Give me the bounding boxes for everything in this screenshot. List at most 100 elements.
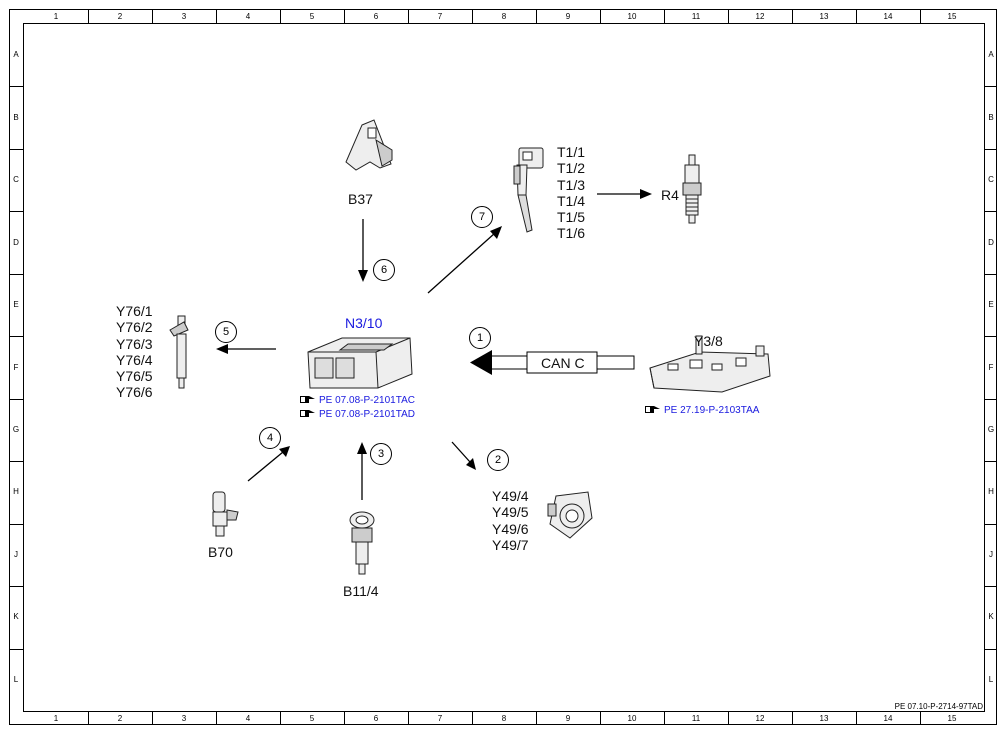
callout-3: 3	[370, 443, 392, 465]
grid-column-number: 11	[691, 12, 701, 21]
grid-column-number: 2	[117, 12, 123, 21]
grid-column-number: 15	[947, 714, 957, 723]
grid-row-letter: E	[13, 300, 19, 310]
grid-row-letter: A	[988, 50, 994, 60]
transmission-control-label: Y3/8	[694, 333, 723, 349]
outer-border	[9, 9, 997, 725]
grid-column-number: 4	[245, 12, 251, 21]
crankshaft-sensor-label: B70	[208, 544, 233, 560]
callout-7: 7	[471, 206, 493, 228]
grid-row-letter: K	[988, 612, 994, 622]
grid-column-number: 13	[819, 714, 829, 723]
injector-label: Y76/5	[116, 368, 153, 385]
arrow-7-head	[490, 226, 502, 239]
grid-column-number: 4	[245, 714, 251, 723]
grid-row-letter: F	[988, 362, 994, 372]
grid-column-number: 9	[565, 12, 571, 21]
crankshaft-sensor-drawing	[212, 491, 239, 537]
injector-label: Y76/2	[116, 319, 153, 336]
grid-row-letter: K	[13, 612, 19, 622]
grid-column-number: 10	[627, 12, 637, 21]
grid-column-number: 12	[755, 714, 765, 723]
grid-column-number: 7	[437, 714, 443, 723]
grid-column-number: 14	[883, 12, 893, 21]
grid-row-letter: J	[14, 549, 18, 559]
transmission-control-ref[interactable]: PE 27.19-P-2103TAA	[645, 404, 759, 418]
arrow-7-line	[427, 232, 496, 294]
grid-row-letter: L	[988, 674, 994, 684]
camshaft-label: Y49/4	[492, 488, 529, 504]
injector-label: Y76/3	[116, 335, 153, 352]
arrow-r4-head	[640, 189, 652, 199]
coil-label: T1/3	[557, 176, 586, 193]
grid-column-number: 5	[309, 714, 315, 723]
coil-label: T1/6	[557, 225, 586, 242]
ecu-ref-2-text: PE 07.08-P-2101TAD	[319, 409, 415, 420]
grid-column-number: 11	[691, 714, 701, 723]
spark-plug-drawing	[682, 154, 702, 224]
injector-labels: Y76/1 Y76/2 Y76/3 Y76/4 Y76/5 Y76/6	[116, 303, 153, 401]
spark-plug-label: R4	[661, 187, 679, 203]
ecu-drawing	[307, 337, 413, 389]
arrow-2-head	[466, 458, 476, 470]
pedal-sensor-drawing	[345, 119, 393, 171]
ecu-ref-2[interactable]: PE 07.08-P-2101TAD	[300, 408, 415, 422]
grid-column-number: 3	[181, 12, 187, 21]
camshaft-adjuster-drawing	[547, 491, 593, 539]
ignition-coil-drawing	[513, 147, 544, 233]
grid-row-letter: H	[988, 487, 994, 497]
grid-column-number: 8	[501, 714, 507, 723]
grid-row-letter: C	[988, 175, 994, 185]
arrow-6-head	[358, 270, 368, 282]
grid-row-letter: F	[13, 362, 19, 372]
grid-row-letter: B	[13, 112, 19, 122]
pointing-hand-icon	[645, 406, 660, 413]
pedal-sensor-label: B37	[348, 191, 373, 207]
callout-6: 6	[373, 259, 395, 281]
transmission-control-drawing	[649, 335, 771, 393]
callout-2: 2	[487, 449, 509, 471]
injector-label: Y76/1	[116, 303, 153, 319]
injector-label: Y76/4	[116, 351, 153, 368]
coil-label: T1/1	[557, 144, 586, 160]
coil-label: T1/5	[557, 209, 586, 226]
grid-column-number: 9	[565, 714, 571, 723]
document-id: PE 07.10-P-2714-97TAD	[894, 702, 983, 711]
grid-row-letter: C	[13, 175, 19, 185]
grid-column-number: 3	[181, 714, 187, 723]
grid-row-letter: D	[988, 237, 994, 247]
camshaft-label: Y49/6	[492, 520, 529, 537]
grid-column-number: 6	[373, 12, 379, 21]
camshaft-label: Y49/5	[492, 504, 529, 521]
camshaft-label: Y49/7	[492, 536, 529, 553]
arrow-3-head	[357, 442, 367, 454]
grid-column-number: 1	[53, 714, 59, 723]
can-bus-arrow	[470, 350, 635, 375]
grid-column-number: 7	[437, 12, 443, 21]
grid-column-number: 12	[755, 12, 765, 21]
grid-row-letter: A	[13, 50, 19, 60]
grid-column-number: 1	[53, 12, 59, 21]
callout-4: 4	[259, 427, 281, 449]
grid-column-number: 10	[627, 714, 637, 723]
grid-row-letter: E	[988, 300, 994, 310]
ecu-ref-1[interactable]: PE 07.08-P-2101TAC	[300, 394, 415, 408]
camshaft-adjuster-labels: Y49/4 Y49/5 Y49/6 Y49/7	[492, 488, 529, 553]
coil-label: T1/2	[557, 160, 586, 177]
callout-1: 1	[469, 327, 491, 349]
grid-column-number: 14	[883, 714, 893, 723]
grid-column-number: 6	[373, 714, 379, 723]
arrow-5-head	[216, 344, 228, 354]
grid-row-letter: L	[13, 674, 19, 684]
grid-row-letter: J	[989, 549, 993, 559]
ecu-ref-1-text: PE 07.08-P-2101TAC	[319, 395, 415, 406]
pointing-hand-icon	[300, 410, 315, 417]
grid-column-number: 2	[117, 714, 123, 723]
ignition-coil-labels: T1/1 T1/2 T1/3 T1/4 T1/5 T1/6	[557, 144, 585, 242]
grid-row-letter: G	[987, 424, 995, 434]
grid-column-number: 8	[501, 12, 507, 21]
inner-border	[23, 23, 985, 712]
grid-row-letter: B	[988, 112, 994, 122]
grid-row-letter: G	[12, 424, 20, 434]
